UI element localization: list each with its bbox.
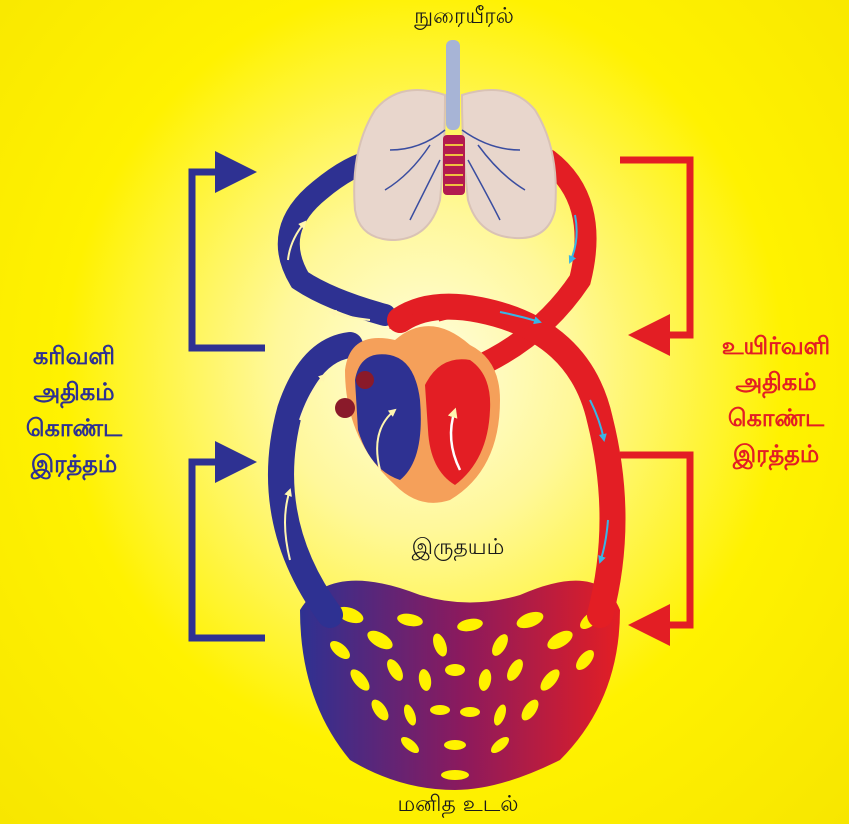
body-capillary-icon <box>300 581 620 790</box>
oxygenated-line: உயிர்வளி <box>706 328 846 364</box>
lungs-icon <box>354 40 556 240</box>
oxygenated-blood-label: உயிர்வளி அதிகம் கொண்ட இரத்தம் <box>706 328 846 472</box>
bracket-arrow-icon <box>620 160 690 625</box>
bracket-arrow-icon <box>192 172 265 638</box>
lungs-label: நுரையீரல் <box>384 4 544 32</box>
deoxygenated-line: கரிவளி <box>8 338 140 374</box>
deoxygenated-line: அதிகம் <box>8 374 140 410</box>
heart-icon <box>335 304 500 503</box>
deoxygenated-blood-label: கரிவளி அதிகம் கொண்ட இரத்தம் <box>8 338 140 482</box>
deoxygenated-line: இரத்தம் <box>8 446 140 482</box>
oxygenated-line: இரத்தம் <box>706 436 846 472</box>
deoxygenated-line: கொண்ட <box>8 410 140 446</box>
heart-label: இருதயம் <box>378 535 538 563</box>
body-label: மனித உடல் <box>368 792 548 820</box>
oxygenated-line: அதிகம் <box>706 364 846 400</box>
oxygenated-line: கொண்ட <box>706 400 846 436</box>
